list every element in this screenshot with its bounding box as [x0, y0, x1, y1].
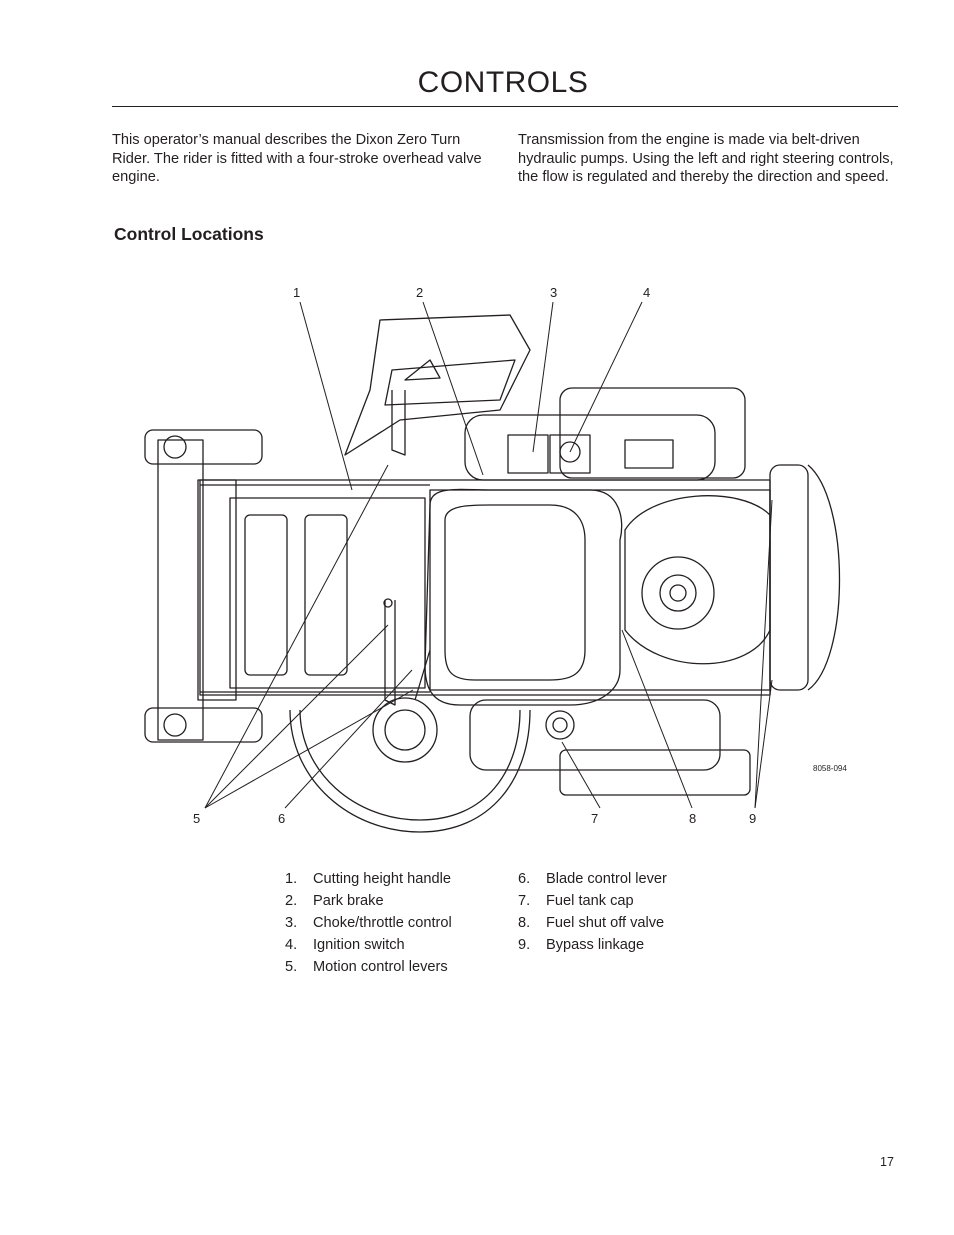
- callout-1: 1: [293, 285, 300, 300]
- leader-lines: [204, 301, 773, 809]
- front-frame: [144, 429, 430, 743]
- callout-4: 4: [643, 285, 650, 300]
- list-item: 9.Bypass linkage: [518, 937, 645, 953]
- page-number: 17: [880, 1155, 894, 1169]
- callout-6: 6: [278, 811, 285, 826]
- rear-hood: [344, 314, 531, 456]
- fuel-tank: [469, 699, 751, 796]
- list-item: 2.Park brake: [285, 893, 384, 909]
- chassis: [199, 464, 841, 696]
- callout-3: 3: [550, 285, 557, 300]
- figure-code: 8058-094: [813, 764, 847, 773]
- callout-7: 7: [591, 811, 598, 826]
- legend-right: 6.Blade control lever 7.Fuel tank cap 8.…: [518, 868, 667, 956]
- title-rule: [112, 106, 898, 107]
- intro-paragraph-right: Transmission from the engine is made via…: [518, 132, 894, 185]
- list-item: 8.Fuel shut off valve: [518, 915, 665, 931]
- list-item: 6.Blade control lever: [518, 871, 667, 887]
- callout-9: 9: [749, 811, 756, 826]
- callout-8: 8: [689, 811, 696, 826]
- mower-diagram: 1 2 3 4 5 6 7 8 9 8058-094: [130, 280, 870, 835]
- list-item: 4.Ignition switch: [285, 937, 405, 953]
- callout-5: 5: [193, 811, 200, 826]
- engine: [624, 495, 771, 665]
- page-title: CONTROLS: [417, 66, 589, 99]
- list-item: 5.Motion control levers: [285, 959, 448, 975]
- levers: [383, 390, 431, 706]
- list-item: 7.Fuel tank cap: [518, 893, 634, 909]
- section-heading: Control Locations: [114, 224, 264, 244]
- mower-deck: [289, 697, 531, 833]
- list-item: 3.Choke/throttle control: [285, 915, 452, 931]
- operator-seat: [424, 488, 623, 706]
- callout-2: 2: [416, 285, 423, 300]
- intro-paragraph-left: This operator’s manual describes the Dix…: [112, 132, 482, 185]
- legend-left: 1.Cutting height handle 2.Park brake 3.C…: [285, 868, 452, 978]
- list-item: 1.Cutting height handle: [285, 871, 451, 887]
- control-panel: [464, 387, 746, 481]
